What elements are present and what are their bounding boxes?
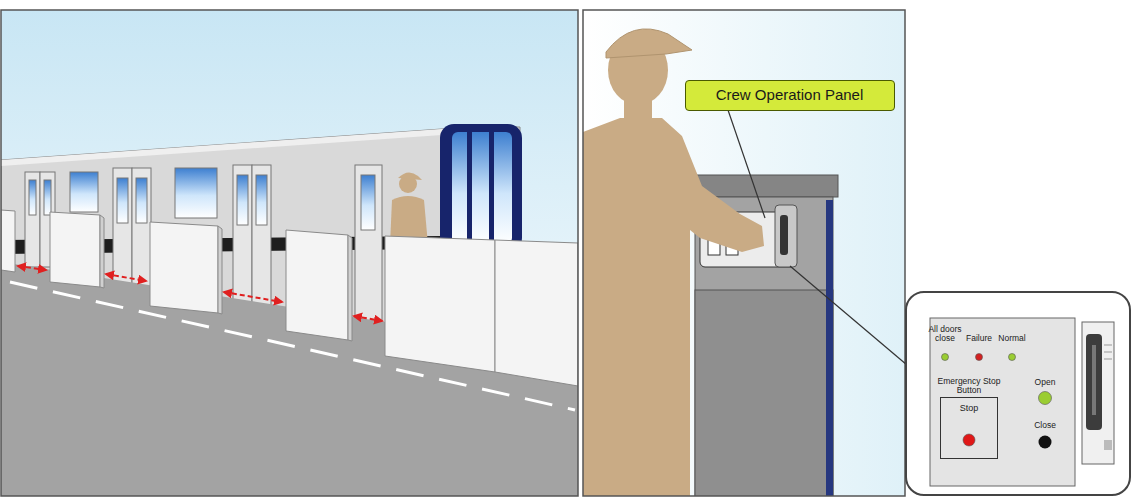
leader-line: [790, 266, 907, 365]
crew-scene: [583, 10, 905, 496]
indicator-label: All doors close: [926, 325, 964, 343]
frame: [583, 10, 905, 496]
platform-scene: [1, 10, 578, 496]
button-label: Open: [1026, 378, 1064, 387]
callout-text: Crew Operation Panel: [686, 87, 893, 103]
button-label: Close: [1026, 421, 1064, 430]
button-heading: Emergency Stop Button: [937, 377, 1001, 395]
button-label: Stop: [941, 404, 997, 413]
stop-button-box: Emergency Stop ButtonStop: [940, 397, 998, 459]
indicator-label: Failure: [960, 334, 998, 343]
indicator-label: Normal: [993, 334, 1031, 343]
callout-box: Crew Operation Panel: [685, 80, 895, 111]
frame: [1, 10, 578, 496]
panel-inset: [906, 292, 1130, 495]
